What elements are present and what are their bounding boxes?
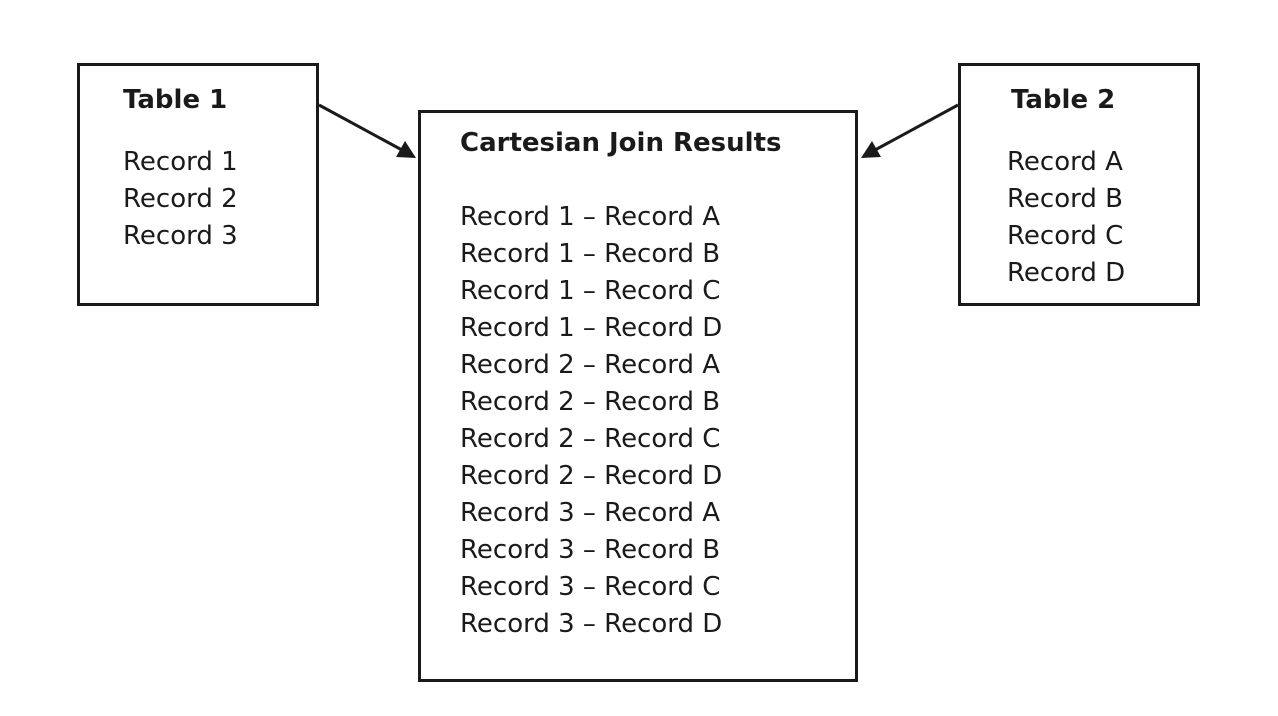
table1-record-list: Record 1 Record 2 Record 3 — [123, 144, 238, 255]
table2-title: Table 2 — [1011, 85, 1116, 115]
arrow-table2-to-result — [861, 103, 959, 158]
result-row: Record 3 – Record A — [460, 498, 721, 528]
table2-record: Record A — [1007, 147, 1123, 177]
result-row: Record 1 – Record D — [460, 313, 723, 343]
cartesian-join-results-box: Cartesian Join Results Record 1 – Record… — [418, 110, 858, 682]
result-row-list: Record 1 – Record A Record 1 – Record B … — [460, 199, 722, 643]
result-row: Record 2 – Record A — [460, 350, 721, 380]
result-title: Cartesian Join Results — [460, 128, 782, 158]
arrow-table1-to-result — [318, 103, 416, 158]
result-row: Record 3 – Record B — [460, 535, 721, 565]
result-row: Record 2 – Record C — [460, 424, 721, 454]
result-row: Record 3 – Record C — [460, 572, 721, 602]
table1-record: Record 1 — [123, 147, 238, 177]
table1-record: Record 2 — [123, 184, 238, 214]
result-row: Record 1 – Record B — [460, 239, 721, 269]
table2-record-list: Record A Record B Record C Record D — [1007, 144, 1125, 292]
result-row: Record 1 – Record C — [460, 276, 721, 306]
result-row: Record 3 – Record D — [460, 609, 723, 639]
result-row: Record 1 – Record A — [460, 202, 721, 232]
table2-record: Record B — [1007, 184, 1123, 214]
result-row: Record 2 – Record B — [460, 387, 721, 417]
table1-box: Table 1 Record 1 Record 2 Record 3 — [77, 63, 319, 306]
table2-record: Record C — [1007, 221, 1124, 251]
table2-box: Table 2 Record A Record B Record C Recor… — [958, 63, 1200, 306]
table2-record: Record D — [1007, 258, 1126, 288]
result-row: Record 2 – Record D — [460, 461, 723, 491]
table1-title: Table 1 — [123, 85, 228, 115]
table1-record: Record 3 — [123, 221, 238, 251]
